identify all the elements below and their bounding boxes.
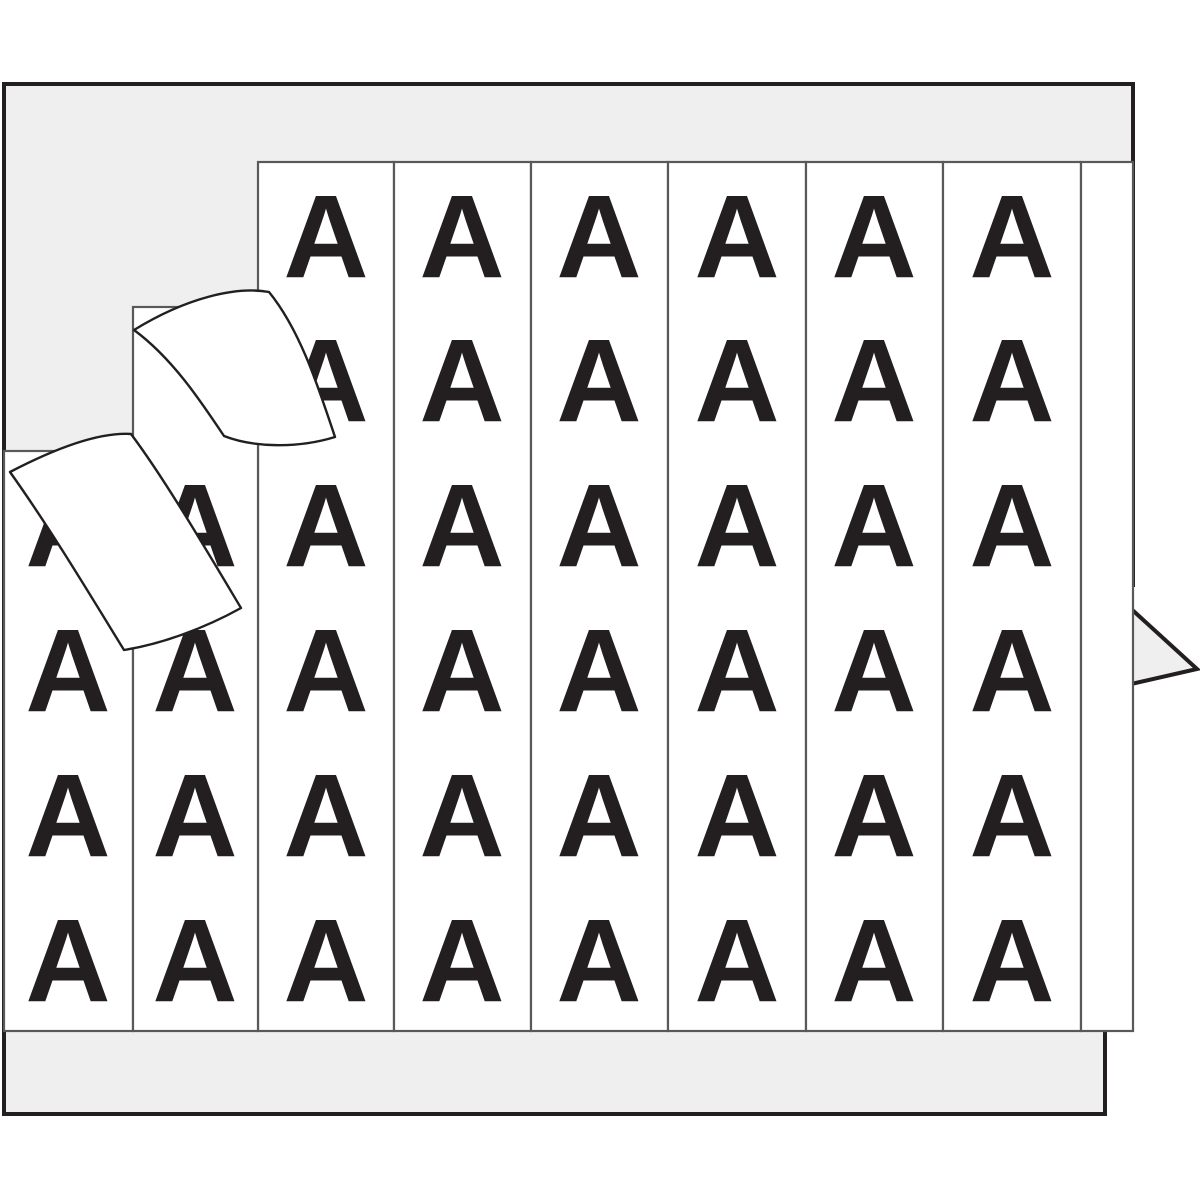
label-letter: A	[556, 171, 641, 303]
peeled-label-lower[interactable]	[8, 432, 243, 652]
label-letter: A	[556, 460, 641, 592]
label-letter: A	[831, 605, 916, 737]
label-letter: A	[419, 895, 504, 1027]
label-letter: A	[556, 605, 641, 737]
label-letter: A	[831, 171, 916, 303]
label-letter: A	[419, 460, 504, 592]
label-columns-group	[2, 160, 1135, 1033]
label-letter: A	[969, 460, 1054, 592]
label-letter: A	[694, 171, 779, 303]
label-letter: A	[419, 750, 504, 882]
label-letter: A	[831, 895, 916, 1027]
label-letter: A	[283, 460, 368, 592]
label-letter: A	[694, 315, 779, 447]
label-column-8[interactable]	[941, 160, 1083, 1033]
label-letter: A	[283, 171, 368, 303]
label-letter: A	[152, 895, 237, 1027]
label-letter: A	[556, 315, 641, 447]
label-letter: A	[556, 750, 641, 882]
label-letter: A	[419, 315, 504, 447]
label-column-4[interactable]	[392, 160, 533, 1033]
label-letter: A	[694, 895, 779, 1027]
label-column-7[interactable]	[804, 160, 945, 1033]
label-letter: A	[283, 750, 368, 882]
label-letter: A	[969, 895, 1054, 1027]
label-letter: A	[419, 605, 504, 737]
label-letter: A	[25, 750, 110, 882]
label-letter: A	[831, 750, 916, 882]
label-letter: A	[969, 605, 1054, 737]
label-letter: A	[25, 895, 110, 1027]
label-letter: A	[831, 460, 916, 592]
label-letter: A	[969, 750, 1054, 882]
label-column-5[interactable]	[529, 160, 670, 1033]
label-letter: A	[283, 605, 368, 737]
label-letter: A	[152, 750, 237, 882]
label-letter: A	[969, 315, 1054, 447]
label-letter: A	[556, 895, 641, 1027]
label-column-6[interactable]	[666, 160, 808, 1033]
label-letter: A	[25, 605, 110, 737]
peeled-label-upper[interactable]	[132, 289, 337, 447]
label-letter: A	[831, 315, 916, 447]
label-letter: A	[694, 750, 779, 882]
label-letter: A	[694, 605, 779, 737]
label-letter: A	[969, 171, 1054, 303]
label-letter: A	[694, 460, 779, 592]
peeled-labels-group	[8, 289, 337, 652]
label-letter: A	[283, 895, 368, 1027]
label-column-right-margin	[1079, 160, 1135, 1033]
label-letter: A	[419, 171, 504, 303]
